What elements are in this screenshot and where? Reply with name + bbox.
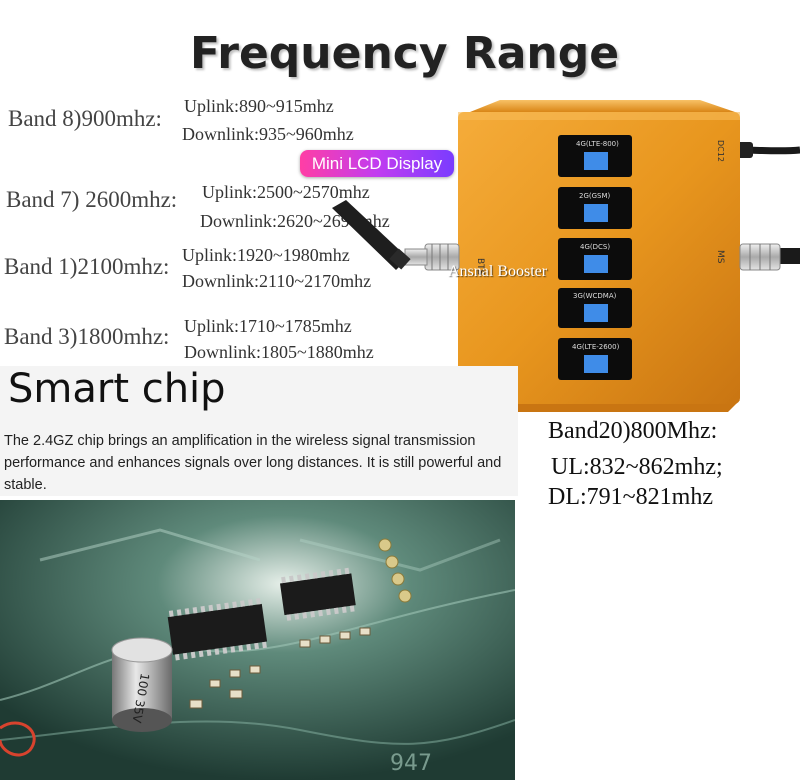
screen-label: 4G(LTE-800): [576, 140, 619, 148]
dc12-label: DC12: [716, 140, 725, 162]
band-1-downlink: Downlink:2110~2170mhz: [182, 271, 372, 291]
page-title: Frequency Range: [190, 28, 620, 79]
screen-label: 2G(GSM): [579, 192, 611, 200]
band-8-uplink: Uplink:890~915mhz: [184, 96, 334, 116]
pcb-photo: 100 35V 947: [0, 500, 515, 780]
bts-port-label: BTS: [475, 258, 485, 276]
band-8-downlink: Downlink:935~960mhz: [182, 124, 354, 144]
board-print-text: 947: [390, 751, 432, 776]
band-7-name: Band 7) 2600mhz:: [6, 187, 178, 212]
screen-label: 4G(DCS): [580, 243, 610, 251]
brand-watermark: Ansnal Booster: [448, 263, 548, 280]
band-3-downlink: Downlink:1805~1880mhz: [184, 342, 374, 362]
band-20-downlink: DL:791~821mhz: [548, 484, 713, 510]
screen-label: 4G(LTE-2600): [572, 343, 620, 351]
band-1-name: Band 1)2100mhz:: [4, 254, 170, 279]
lcd-display-tag: Mini LCD Display: [300, 150, 454, 177]
band-3-uplink: Uplink:1710~1785mhz: [184, 316, 352, 336]
smart-chip-panel: [0, 366, 518, 496]
smart-chip-title: Smart chip: [8, 366, 226, 412]
band-8-name: Band 8)900mhz:: [8, 106, 162, 131]
booster-device: 4G(LTE-800) 2G(GSM) 4G(DCS) 3G(WCDMA) 4G…: [332, 100, 800, 412]
ms-port-label: MS: [715, 250, 725, 264]
band-20-uplink: UL:832~862mhz;: [551, 454, 723, 480]
band-7-uplink: Uplink:2500~2570mhz: [202, 182, 370, 202]
band-3-name: Band 3)1800mhz:: [4, 324, 170, 349]
band-20-name: Band20)800Mhz:: [548, 418, 718, 444]
screen-label: 3G(WCDMA): [573, 292, 617, 300]
band-1-uplink: Uplink:1920~1980mhz: [182, 245, 350, 265]
smart-chip-description: The 2.4GZ chip brings an amplification i…: [4, 433, 502, 493]
